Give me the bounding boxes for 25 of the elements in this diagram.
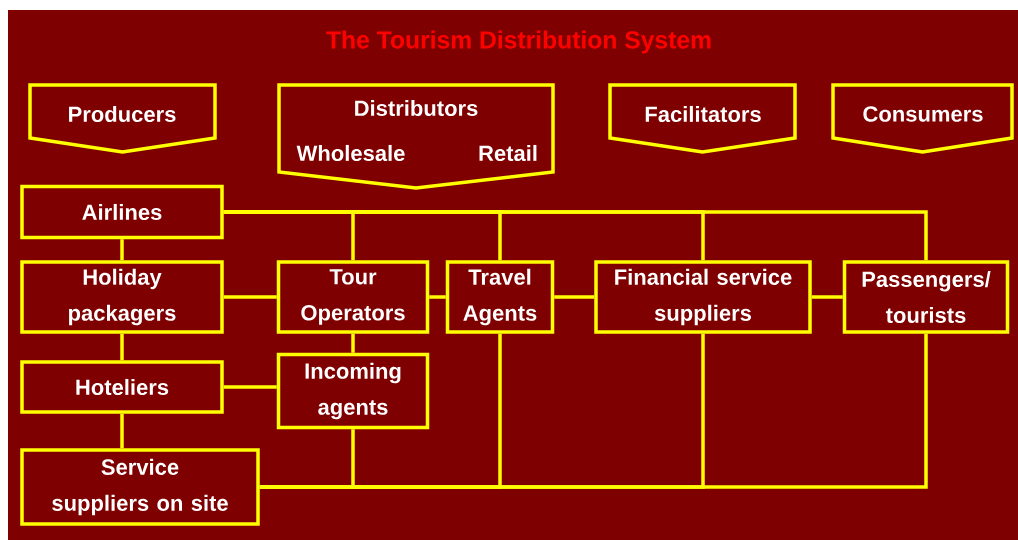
process-box: Incoming agents bbox=[276, 352, 430, 430]
process-box: Financial service suppliers bbox=[594, 260, 812, 334]
connector-line bbox=[351, 333, 355, 353]
connector-line bbox=[429, 295, 446, 299]
title: The Tourism Distribution System bbox=[326, 30, 711, 54]
connector-line bbox=[259, 333, 928, 489]
connector-line bbox=[120, 333, 124, 361]
connector-line bbox=[120, 413, 124, 449]
banner: Distributors Wholesale Retail bbox=[277, 83, 555, 190]
process-box: Holiday packagers bbox=[20, 260, 224, 334]
process-box: Travel Agents bbox=[445, 260, 555, 334]
banner: Consumers bbox=[831, 83, 1014, 154]
connector-line bbox=[223, 385, 277, 389]
process-box: Service suppliers on site bbox=[20, 448, 260, 526]
process-box: Airlines bbox=[20, 184, 224, 240]
banner: Producers bbox=[28, 83, 217, 154]
banner: Facilitators bbox=[608, 83, 797, 154]
process-box: Hoteliers bbox=[20, 360, 224, 414]
connector-line bbox=[223, 295, 277, 299]
connector-line bbox=[811, 295, 843, 299]
process-box: Passengers/ tourists bbox=[842, 260, 1010, 334]
connector-line bbox=[223, 210, 928, 261]
process-box: Tour Operators bbox=[276, 260, 430, 334]
connector-line bbox=[554, 295, 595, 299]
connector-line bbox=[120, 239, 124, 261]
